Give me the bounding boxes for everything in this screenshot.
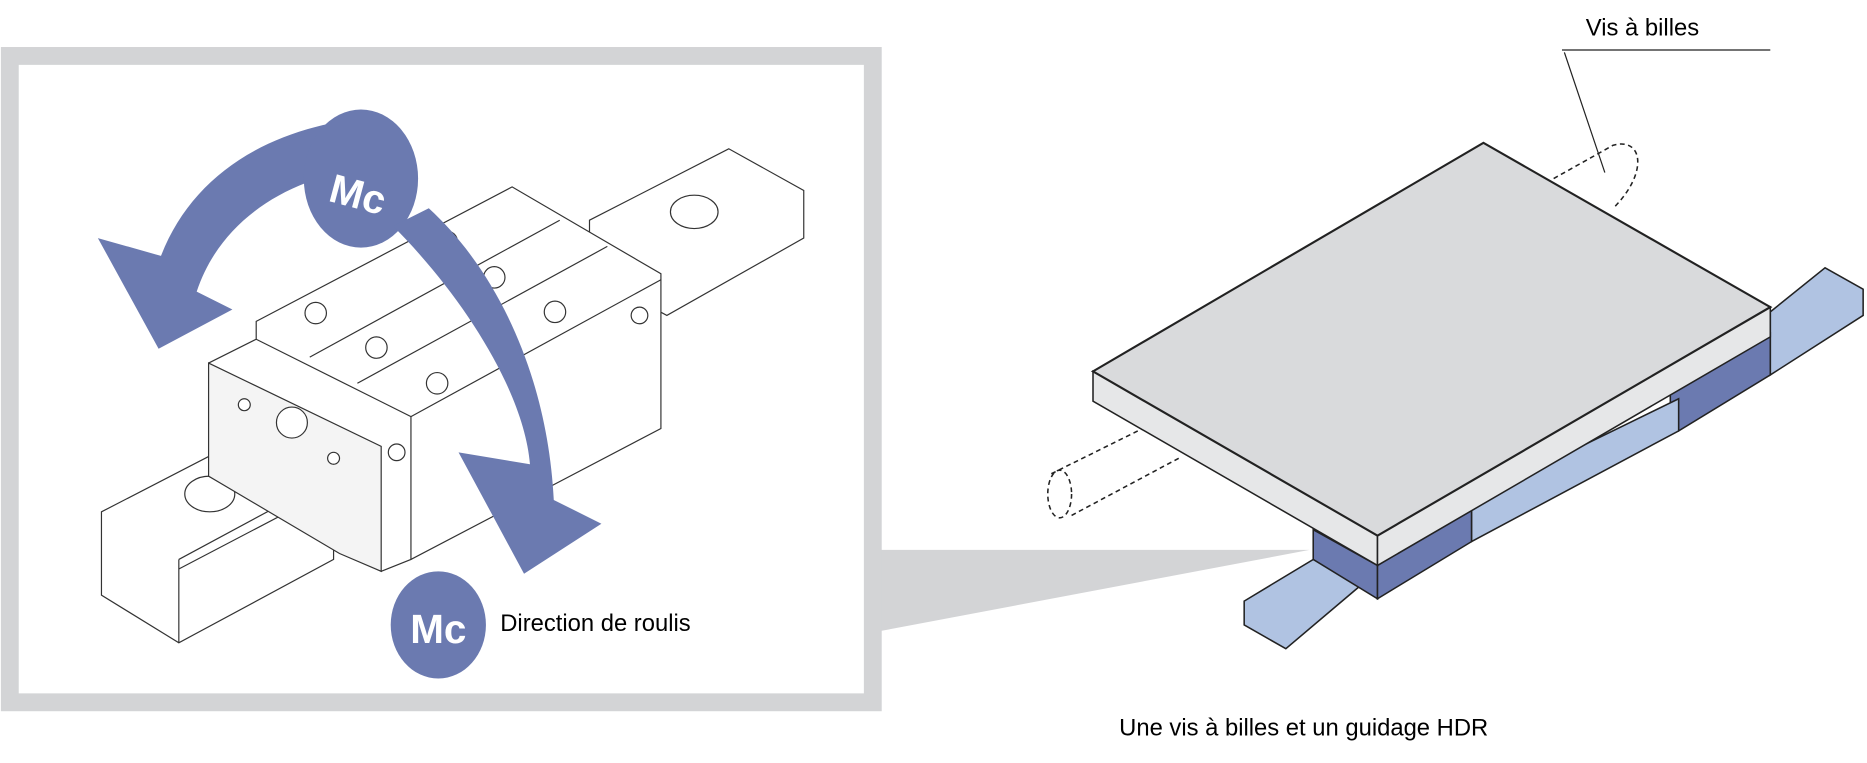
- moment-symbol-legend: Mc: [410, 606, 466, 652]
- moment-legend-badge: [390, 571, 486, 679]
- roll-direction-label: Direction de roulis: [500, 610, 691, 637]
- leader-line: [1563, 52, 1606, 173]
- linear-guide-illustration: [100, 148, 805, 644]
- rolling-moment-arrow: [97, 109, 602, 574]
- ball-screw-label: Vis à billes: [1586, 15, 1699, 42]
- figure-caption: Une vis à billes et un guidage HDR: [1119, 715, 1488, 742]
- assembly-illustration: [1046, 141, 1864, 650]
